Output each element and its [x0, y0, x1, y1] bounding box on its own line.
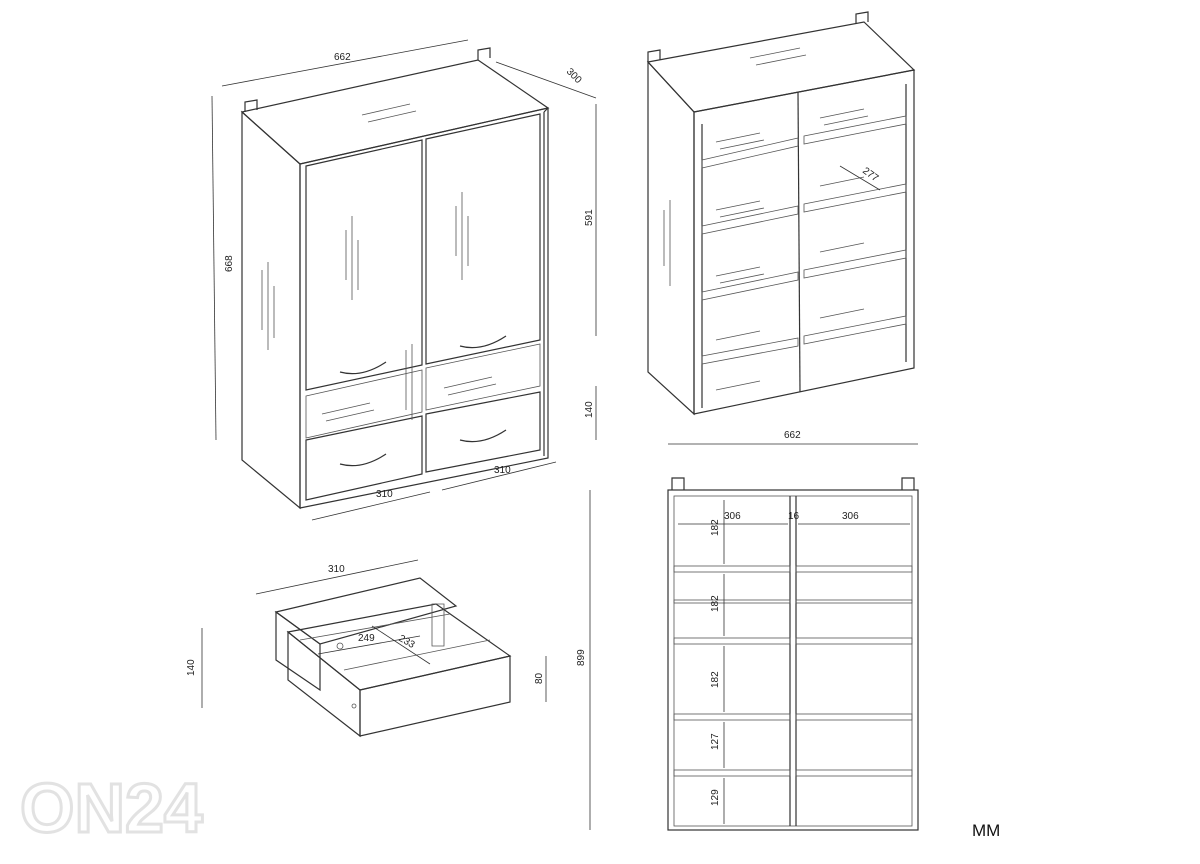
front-width-label: 662 [784, 430, 801, 441]
drawer-inner-depth-label: 233 [397, 633, 417, 651]
front-gap4-label: 127 [710, 733, 721, 750]
cabinet-3d-view [240, 47, 550, 510]
front-gap5-label: 129 [710, 789, 721, 806]
front-gap3-label: 182 [710, 671, 721, 688]
drawer-3d-view: 310 140 80 249 233 [186, 559, 547, 738]
drawer-height-dim-label: 140 [186, 659, 197, 676]
front-divider-label: 16 [788, 511, 800, 522]
shelf-depth-label: 277 [860, 166, 880, 185]
shelving-3d-view: 277 [646, 11, 916, 416]
cabinet-height-label: 668 [224, 255, 235, 272]
drawer-inner-width-label: 249 [358, 633, 375, 644]
front-gap1-label: 182 [710, 519, 721, 536]
drawer-right-width-label: 310 [494, 465, 511, 476]
front-gap2-label: 182 [710, 595, 721, 612]
cabinet-width-label: 662 [334, 52, 351, 63]
unit-label: MM [972, 821, 1000, 840]
front-elevation-view: 662 899 306 16 306 182 182 182 127 129 [576, 430, 919, 831]
door-height-label: 591 [584, 209, 595, 226]
front-left-width-label: 306 [724, 511, 741, 522]
watermark-logo: ON24 [20, 769, 203, 847]
drawer-inner-height-label: 80 [534, 672, 545, 684]
drawer-height-label: 140 [584, 401, 595, 418]
cabinet-depth-label: 300 [564, 66, 584, 86]
front-right-width-label: 306 [842, 511, 859, 522]
drawer-width-label: 310 [328, 564, 345, 575]
cabinet-dimensions: 662 300 668 591 140 310 310 [211, 39, 597, 521]
drawer-left-width-label: 310 [376, 489, 393, 500]
front-height-label: 899 [576, 649, 587, 666]
